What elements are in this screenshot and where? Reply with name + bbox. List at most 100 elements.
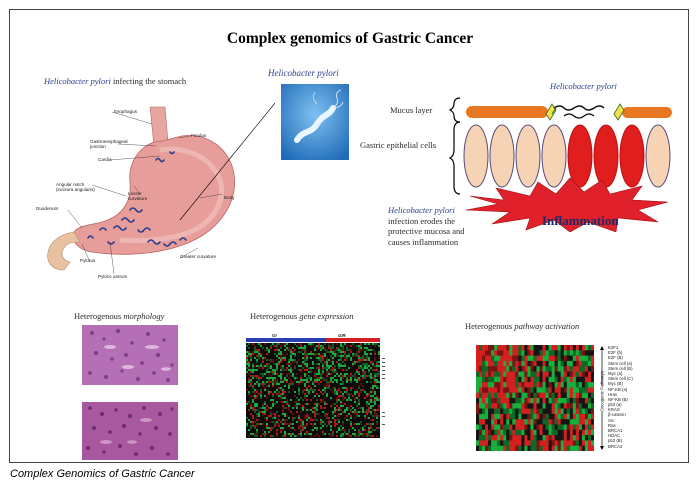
pathway-cell [494, 371, 498, 377]
expression-cell [362, 411, 364, 413]
expression-cell [330, 373, 332, 375]
pathway-cell [485, 398, 489, 404]
expression-cell [288, 373, 290, 375]
expression-cell [314, 353, 316, 355]
pathway-cell [584, 398, 589, 404]
pathway-cell [587, 371, 592, 377]
expression-cell [328, 381, 330, 383]
expression-cell [374, 393, 376, 395]
expression-cell [356, 371, 358, 373]
expression-cell [310, 417, 312, 419]
expression-cell [256, 383, 258, 385]
expression-cell [346, 373, 348, 375]
expression-cell [282, 409, 284, 411]
expression-cell [302, 363, 304, 365]
expression-cell [304, 369, 306, 371]
expression-cell [294, 353, 296, 355]
expression-cell [270, 399, 272, 401]
pathway-cell [506, 392, 510, 399]
expression-cell [306, 403, 308, 405]
pathway-cell [584, 408, 589, 415]
expression-cell [318, 345, 320, 347]
pathway-cell [590, 366, 594, 372]
pathway-cell [488, 387, 492, 393]
expression-cell [356, 397, 358, 399]
expression-cell [284, 407, 286, 409]
expression-cell [288, 417, 290, 419]
pathway-cell [512, 360, 516, 367]
expression-cell [350, 399, 352, 401]
expression-cell [328, 351, 330, 353]
expression-cell [276, 347, 278, 349]
pathway-cell [479, 445, 483, 451]
pathway-cell [476, 376, 480, 383]
expression-cell [366, 403, 368, 405]
expression-cell [280, 429, 282, 431]
pathway-cell [533, 345, 537, 351]
expression-cell [318, 395, 320, 397]
expression-cell [320, 349, 322, 351]
pathway-cell [476, 413, 480, 420]
expression-cell [310, 343, 312, 345]
expression-cell [254, 383, 256, 385]
expression-cell [278, 351, 280, 353]
expression-cell [374, 369, 376, 371]
pathway-cell [587, 398, 592, 404]
expression-cell [356, 411, 358, 413]
expression-cell [348, 397, 350, 399]
pathway-cell [575, 387, 580, 393]
expression-cell [298, 347, 300, 349]
expression-cell [246, 401, 248, 403]
pathway-cell [590, 445, 594, 451]
expression-cell [376, 343, 378, 345]
pathway-cell [563, 382, 567, 388]
expression-cell [362, 435, 364, 437]
expression-cell [374, 397, 376, 399]
expression-cell [250, 381, 252, 383]
expression-cell [360, 365, 362, 367]
pathway-cell [482, 376, 486, 383]
expression-cell [248, 367, 250, 369]
expression-cell [334, 409, 336, 411]
expression-cell [364, 363, 366, 365]
expression-cell [246, 417, 248, 419]
expression-cell [376, 373, 378, 375]
expression-cell [354, 423, 356, 425]
expression-cell [256, 349, 258, 351]
pathway-cell [509, 435, 513, 441]
expression-cell [320, 359, 322, 361]
expression-cell [342, 375, 344, 377]
pathway-cell [482, 382, 486, 388]
pathway-cell [554, 382, 558, 388]
expression-cell [306, 365, 308, 367]
expression-cell [368, 349, 370, 351]
pathway-cell [581, 382, 586, 388]
expression-cell [294, 361, 296, 363]
pathway-cell [479, 392, 483, 399]
expression-cell [276, 401, 278, 403]
pathway-cell [497, 424, 501, 430]
expression-cell [258, 349, 260, 351]
pathway-cell [533, 429, 537, 436]
pathway-cell [533, 392, 537, 399]
expression-cell [306, 425, 308, 427]
expression-cell [358, 373, 360, 375]
pathway-cell [509, 366, 513, 372]
pathway-cell [563, 413, 567, 420]
expression-cell [358, 423, 360, 425]
expression-cell [372, 435, 374, 437]
expression-cell [372, 401, 374, 403]
expression-cell [250, 405, 252, 407]
pathway-cell [578, 413, 583, 420]
expression-cell [352, 365, 354, 367]
expression-cell [336, 415, 338, 417]
expression-cell [364, 351, 366, 353]
pathway-cell [509, 413, 513, 420]
expression-cell [306, 387, 308, 389]
pathway-cell [566, 413, 570, 420]
expression-cell [316, 363, 318, 365]
expression-cell [250, 379, 252, 381]
expression-cell [328, 345, 330, 347]
pathway-cell [581, 360, 586, 367]
pathway-cell [590, 419, 594, 425]
